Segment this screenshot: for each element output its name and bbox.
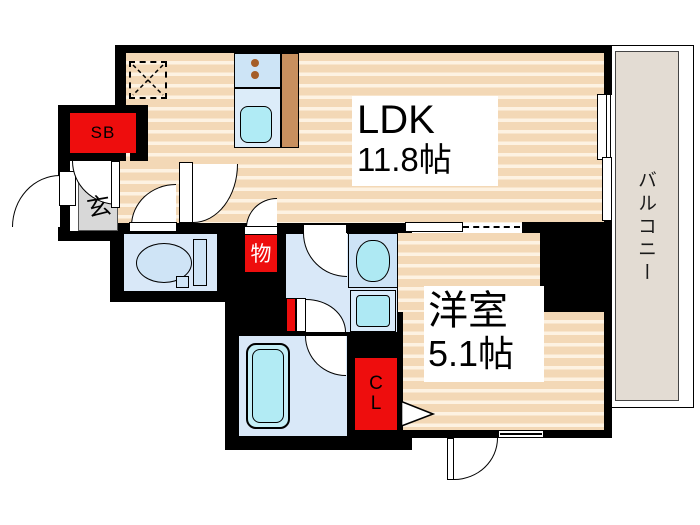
kitchen-sink bbox=[240, 106, 272, 143]
closet-door-triangle bbox=[400, 400, 436, 428]
sliding-door-track-dashes bbox=[463, 226, 520, 228]
balcony-label: バルコニー bbox=[635, 170, 656, 285]
storage-label: 物 bbox=[250, 242, 272, 266]
outer-wall-right-top bbox=[604, 45, 612, 95]
stove-burner-2 bbox=[251, 71, 259, 79]
outer-wall-top bbox=[118, 45, 612, 53]
toilet-door-leaf bbox=[129, 222, 177, 232]
closet-box: C L bbox=[355, 358, 397, 430]
washbasin-bowl bbox=[356, 240, 390, 282]
bedroom-window-rail bbox=[500, 433, 542, 435]
refrigerator-space bbox=[129, 61, 167, 99]
balcony-deck bbox=[615, 51, 679, 401]
ldk-window-pane-2 bbox=[602, 157, 612, 221]
storage-door-leaf bbox=[244, 226, 278, 235]
shoe-box: SB bbox=[70, 113, 136, 153]
stove-burner-1 bbox=[251, 59, 259, 67]
entrance-label: 玄 bbox=[84, 192, 114, 223]
closet-label-c: C bbox=[369, 373, 383, 395]
bedroom-name: 洋室 bbox=[428, 289, 508, 333]
bath-door-red-marker bbox=[286, 298, 296, 332]
ldk-label-box: LDK 11.8帖 bbox=[352, 96, 498, 186]
pipe-space-block bbox=[540, 228, 612, 312]
entrance-wall-mid bbox=[58, 153, 126, 161]
kitchen-worktop bbox=[281, 53, 299, 148]
ldk-wall-bottom-right bbox=[522, 222, 612, 233]
ldk-size: 11.8帖 bbox=[357, 141, 452, 178]
entrance-wall-bottom bbox=[58, 231, 126, 241]
kitchen-stove bbox=[234, 53, 281, 88]
shoebox-wall-top bbox=[58, 105, 148, 113]
closet-label-l: L bbox=[370, 393, 382, 414]
washing-machine-tub bbox=[356, 295, 390, 327]
ldk-window-pane-1 bbox=[597, 94, 607, 160]
entrance-door-leaf bbox=[59, 171, 76, 206]
bath-door-leaf bbox=[296, 298, 306, 332]
bathtub-inner bbox=[252, 349, 284, 423]
toilet-tank bbox=[193, 239, 207, 286]
bedroom-entry-door-leaf bbox=[447, 438, 454, 480]
outer-wall-right bbox=[604, 220, 612, 438]
bedroom-entry-door-arc bbox=[454, 438, 498, 480]
bedroom-label-box: 洋室 5.1帖 bbox=[424, 286, 544, 382]
refrigerator-cross-icon bbox=[132, 64, 164, 96]
sliding-door-panel bbox=[405, 222, 463, 232]
entrance-hall-door-leaf bbox=[111, 161, 120, 208]
bedroom-size: 5.1帖 bbox=[428, 333, 515, 374]
toilet-seat-step bbox=[176, 276, 189, 288]
ldk-door-leaf bbox=[179, 162, 193, 223]
ldk-name: LDK bbox=[357, 98, 435, 142]
storage-box: 物 bbox=[245, 233, 277, 272]
outer-wall-left-upper bbox=[115, 45, 126, 113]
entrance-door-arc bbox=[12, 175, 60, 227]
shoe-box-label: SB bbox=[90, 123, 116, 142]
